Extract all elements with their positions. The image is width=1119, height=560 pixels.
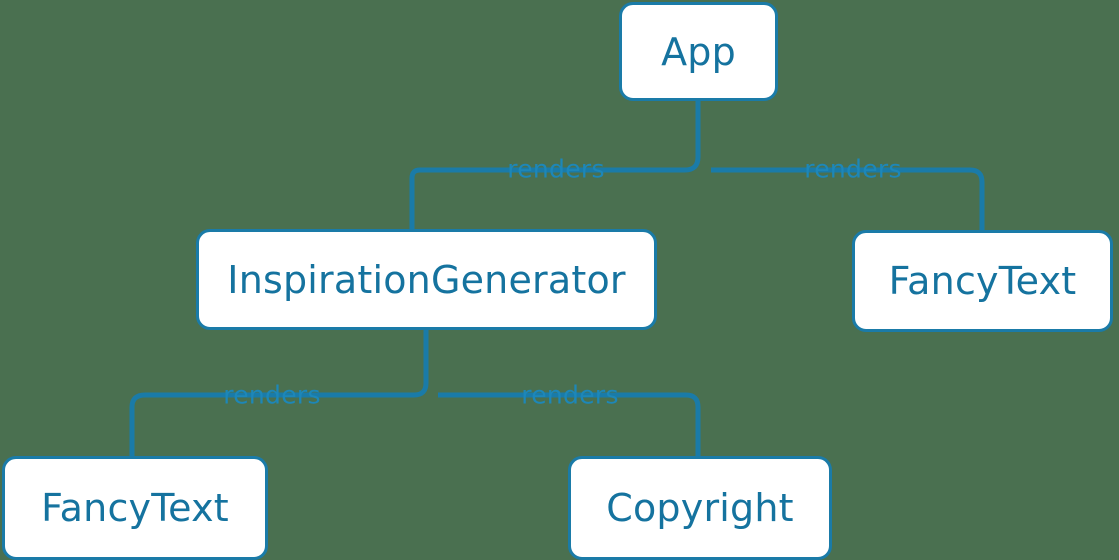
- node-fancytext-right[interactable]: FancyText: [852, 230, 1113, 332]
- node-inspiration-generator-label: InspirationGenerator: [227, 257, 626, 302]
- node-fancytext-right-label: FancyText: [888, 259, 1077, 303]
- edge-label-app-to-fancytext-right: renders: [804, 154, 902, 184]
- node-app[interactable]: App: [619, 2, 778, 101]
- edge-label-ig-to-copyright: renders: [521, 380, 619, 410]
- node-inspiration-generator[interactable]: InspirationGenerator: [196, 229, 657, 330]
- edge-ig-trunk: [129, 330, 429, 456]
- node-copyright-label: Copyright: [606, 486, 794, 530]
- edge-label-app-to-inspiration-generator: renders: [507, 154, 605, 184]
- node-app-label: App: [661, 29, 736, 74]
- edge-app-to-fancytext-right: [711, 167, 985, 230]
- node-fancytext-bottom[interactable]: FancyText: [2, 456, 268, 560]
- edge-ig-to-copyright: [438, 392, 701, 456]
- node-fancytext-bottom-label: FancyText: [41, 486, 229, 530]
- edge-label-ig-to-fancytext-bottom: renders: [223, 380, 321, 410]
- node-copyright[interactable]: Copyright: [568, 456, 832, 560]
- edge-app-trunk: [409, 101, 701, 229]
